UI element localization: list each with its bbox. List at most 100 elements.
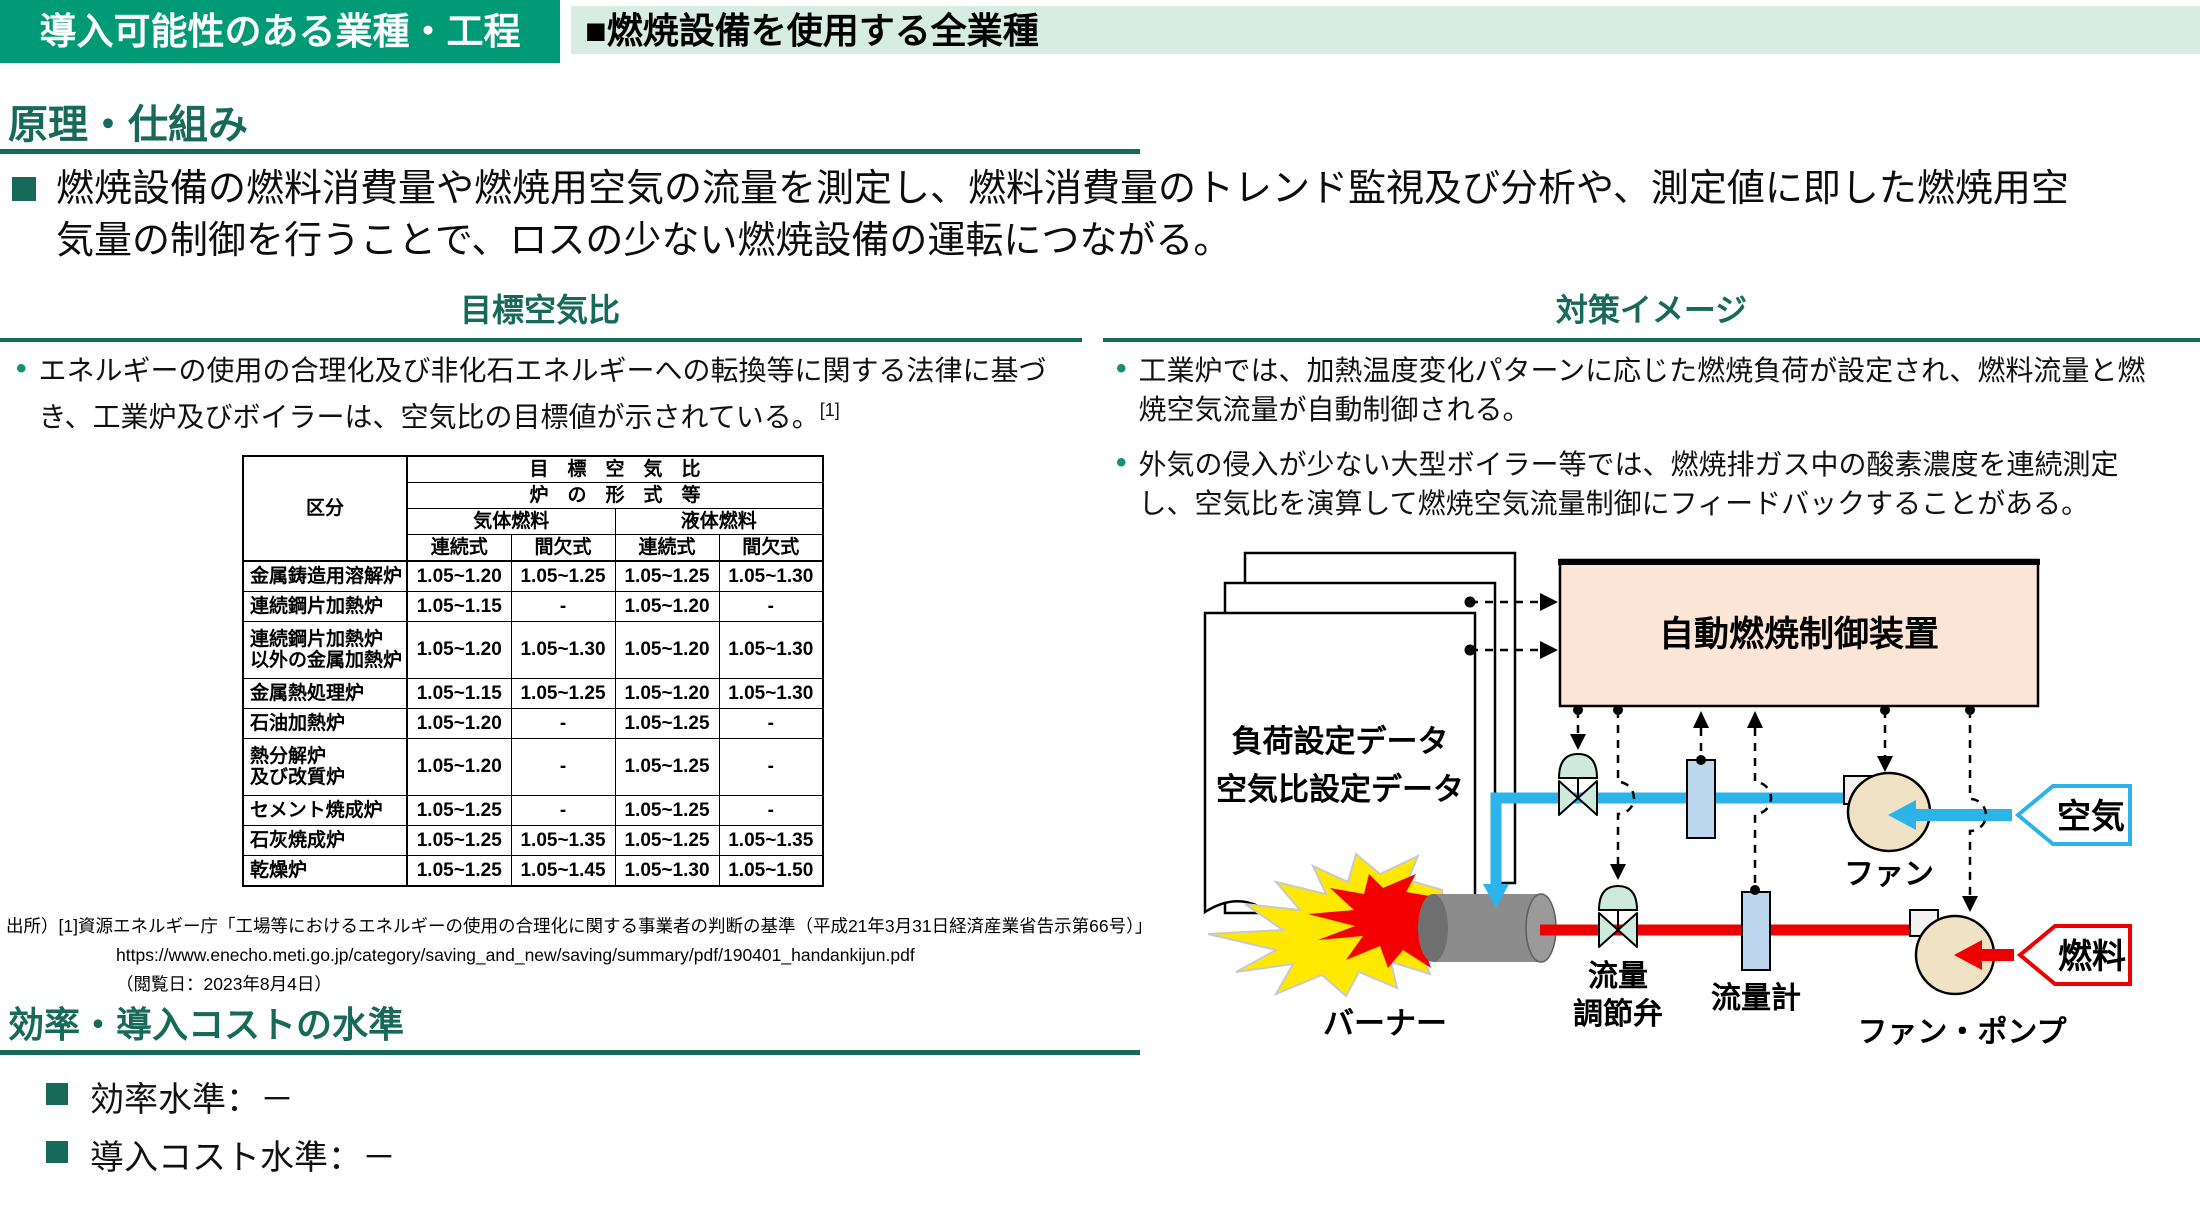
table-row: 金属熱処理炉 1.05~1.15 1.05~1.25 1.05~1.20 1.0… (242, 678, 824, 709)
cell: 1.05~1.30 (718, 678, 824, 709)
fan-pump-label: ファン・ポンプ (1857, 1016, 2067, 1049)
dot-bullet-icon: • (16, 352, 27, 385)
cell: 1.05~1.25 (510, 560, 616, 592)
cell: 1.05~1.25 (614, 825, 720, 856)
cell: - (510, 795, 616, 826)
cell: 1.05~1.15 (406, 591, 512, 622)
cell: 1.05~1.20 (406, 708, 512, 739)
row-label: 連続鋼片加熱炉 (242, 591, 408, 622)
cell: 1.05~1.25 (614, 708, 720, 739)
principle-title: 原理・仕組み (8, 103, 248, 147)
cell: 1.05~1.25 (406, 855, 512, 887)
target-air-ratio-title: 目標空気比 (459, 292, 620, 328)
countermeasure-title: 対策イメージ (1555, 292, 1748, 328)
fuel-label: 燃料 (2058, 938, 2126, 976)
cell: - (718, 708, 824, 739)
row-label: 連続鋼片加熱炉 以外の金属加熱炉 (242, 621, 408, 679)
countermeasure-bullet-text: 工業炉では、加熱温度変化パターンに応じた燃焼負荷が設定され、燃料流量と燃焼空気流… (1138, 355, 2146, 425)
cell: - (718, 738, 824, 796)
row-label: 金属熱処理炉 (242, 678, 408, 709)
dot-bullet-icon: • (1116, 352, 1127, 385)
industry-banner: ■燃焼設備を使用する全業種 (571, 6, 2200, 54)
row-label: セメント焼成炉 (242, 795, 408, 826)
table-row: 乾燥炉 1.05~1.25 1.05~1.45 1.05~1.30 1.05~1… (242, 855, 824, 887)
cell: 1.05~1.20 (614, 591, 720, 622)
table-row: 石灰焼成炉 1.05~1.25 1.05~1.35 1.05~1.25 1.05… (242, 825, 824, 856)
table-row: セメント焼成炉 1.05~1.25 - 1.05~1.25 - (242, 795, 824, 826)
cell: 1.05~1.20 (614, 678, 720, 709)
fuel-source-tag: 燃料 (2016, 924, 2132, 986)
square-bullet-icon (46, 1141, 68, 1163)
cell: 1.05~1.20 (406, 621, 512, 679)
principle-bullet: 燃焼設備の燃料消費量や燃焼用空気の流量を測定し、燃料消費量のトレンド監視及び分析… (12, 163, 2101, 267)
row-label: 乾燥炉 (242, 855, 408, 887)
table-header-mode: 連続式 (614, 534, 720, 562)
control-signal-lines (1570, 705, 1988, 912)
cell: 1.05~1.35 (510, 825, 616, 856)
table-row: 金属鋳造用溶解炉 1.05~1.20 1.05~1.25 1.05~1.25 1… (242, 560, 824, 592)
countermeasure-bullet-text: 外気の侵入が少ない大型ボイラー等では、燃焼排ガス中の酸素濃度を連続測定し、空気比… (1138, 449, 2119, 519)
cell: 1.05~1.25 (614, 560, 720, 592)
principle-bullet-text: 燃焼設備の燃料消費量や燃焼用空気の流量を測定し、燃料消費量のトレンド監視及び分析… (56, 168, 2069, 262)
countermeasure-diagram: 負荷設定データ 空気比設定データ 自動燃焼制御装置 (1203, 551, 2132, 1049)
cell: - (510, 738, 616, 796)
table-header-mode: 連続式 (406, 534, 512, 562)
source-date: （閲覧日：2023年8月4日） (116, 974, 332, 994)
efficiency-item: 効率水準：－ (46, 1072, 294, 1121)
row-label: 金属鋳造用溶解炉 (242, 560, 408, 592)
fuel-valve-label-line2: 調節弁 (1573, 997, 1663, 1031)
cell: 1.05~1.20 (406, 738, 512, 796)
efficiency-underline (0, 1050, 1140, 1055)
principle-underline (0, 149, 1140, 154)
air-inlet-arrowhead (1888, 800, 1916, 830)
cell: - (718, 795, 824, 826)
table-row: 連続鋼片加熱炉 以外の金属加熱炉 1.05~1.20 1.05~1.30 1.0… (242, 621, 824, 679)
papers-label-line1: 負荷設定データ (1232, 724, 1449, 759)
table-row: 熱分解炉 及び改質炉 1.05~1.20 - 1.05~1.25 - (242, 738, 824, 796)
cell: - (510, 591, 616, 622)
fuel-control-valve (1597, 884, 1639, 948)
cell: 1.05~1.15 (406, 678, 512, 709)
row-label: 熱分解炉 及び改質炉 (242, 738, 408, 796)
efficiency-item-text: 導入コスト水準：－ (90, 1139, 396, 1177)
footnote-ref: [1] (819, 399, 840, 420)
air-pipe (1490, 792, 1850, 886)
burner-left-cap (1418, 894, 1448, 962)
source-line: 出所）[1]資源エネルギー庁「工場等におけるエネルギーの使用の合理化に関する事業… (6, 916, 1153, 936)
burner-body (1433, 894, 1541, 962)
cell: 1.05~1.30 (614, 855, 720, 887)
data-input-arrows (1464, 593, 1558, 659)
cell: - (718, 591, 824, 622)
fuel-valve-label-line1: 流量 (1588, 960, 1648, 993)
cell: 1.05~1.20 (406, 560, 512, 592)
setting-data-papers: 負荷設定データ 空気比設定データ (1203, 551, 1517, 922)
burner-cylinder (1418, 893, 1557, 963)
dot-bullet-icon: • (1116, 446, 1127, 479)
table-row: 石油加熱炉 1.05~1.20 - 1.05~1.25 - (242, 708, 824, 739)
table-header-category: 区分 (242, 455, 408, 562)
table-header-mode: 間欠式 (510, 534, 616, 562)
flame (1207, 852, 1448, 998)
cell: 1.05~1.35 (718, 825, 824, 856)
countermeasure-underline (1103, 338, 2200, 342)
cell: - (510, 708, 616, 739)
cell: 1.05~1.25 (510, 678, 616, 709)
cell: 1.05~1.50 (718, 855, 824, 887)
fan-label: ファン (1844, 858, 1934, 891)
category-header-box: 導入可能性のある業種・工程 (0, 0, 560, 63)
target-air-ratio-underline (0, 338, 1082, 342)
table-header-form: 炉 の 形 式 等 (406, 482, 824, 509)
target-air-ratio-bullet: • エネルギーの使用の合理化及び非化石エネルギーへの転換等に関する法律に基づき、… (16, 352, 1061, 436)
air-control-valve (1557, 752, 1599, 816)
controller-rect (1558, 558, 2040, 708)
air-flow-meter (1686, 759, 1716, 839)
cell: 1.05~1.20 (614, 621, 720, 679)
industry-banner-text: ■燃焼設備を使用する全業種 (585, 10, 1039, 51)
air-ratio-table: 区分 目 標 空 気 比 炉 の 形 式 等 気体燃料 液体燃料 連続式 間欠式… (242, 455, 824, 887)
cell: 1.05~1.25 (614, 795, 720, 826)
square-bullet-icon (46, 1083, 68, 1105)
cell: 1.05~1.25 (614, 738, 720, 796)
paper-sheet-front (1203, 611, 1477, 922)
bullet-sentence: エネルギーの使用の合理化及び非化石エネルギーへの転換等に関する法律に基づき、工業… (38, 355, 1047, 432)
